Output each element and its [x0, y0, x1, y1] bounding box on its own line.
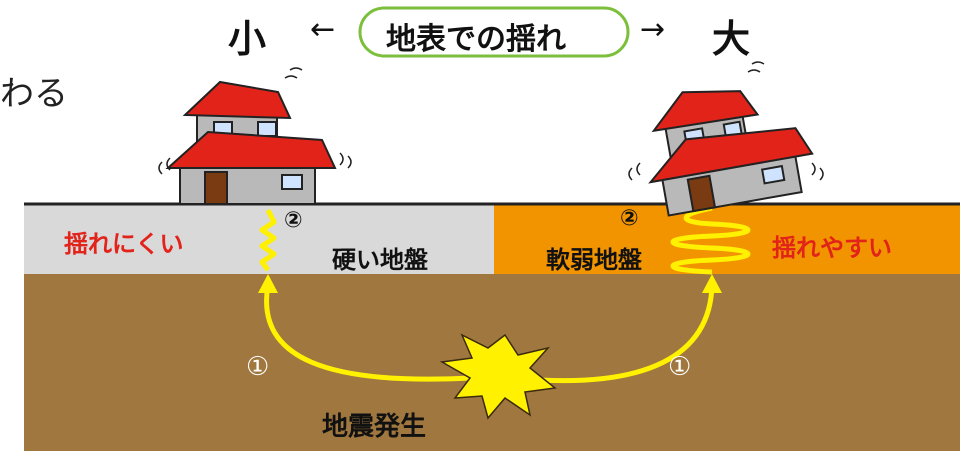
- header-title: 地表での揺れ: [386, 22, 566, 57]
- shake-lines-right: [628, 61, 824, 181]
- hard-shake-label: 揺れにくい: [64, 230, 184, 258]
- wave-arrowhead-right: [702, 274, 722, 293]
- title-pill: [358, 6, 630, 58]
- soft-ground-label: 軟弱地盤: [546, 246, 642, 274]
- soft-shake-label: 揺れやすい: [772, 234, 892, 262]
- big-wave-soft: [670, 205, 751, 275]
- epicenter-burst: [439, 333, 557, 420]
- house-left-icon: [158, 67, 352, 205]
- small-wave-hard: [259, 208, 277, 272]
- wave-path-left: [264, 284, 471, 382]
- wave-marker-left: ①: [246, 352, 270, 382]
- wave-arrowhead-left: [258, 274, 278, 293]
- house-right-icon: [648, 90, 814, 217]
- header-arrow-left: ←: [310, 12, 336, 47]
- header-small-label: 小: [228, 17, 267, 61]
- epicenter-label: 地震発生: [322, 412, 427, 442]
- cropped-text-fragment: わる: [0, 74, 68, 114]
- wave-marker-right: ①: [668, 352, 692, 382]
- header-arrow-right: →: [640, 12, 666, 47]
- soft-marker: ②: [620, 206, 639, 231]
- soft-ground-layer: [494, 204, 960, 274]
- hard-marker: ②: [284, 208, 303, 233]
- hard-ground-layer: [24, 204, 494, 274]
- hard-ground-label: 硬い地盤: [332, 246, 428, 274]
- wave-path-right: [539, 284, 715, 384]
- header-large-label: 大: [712, 17, 751, 61]
